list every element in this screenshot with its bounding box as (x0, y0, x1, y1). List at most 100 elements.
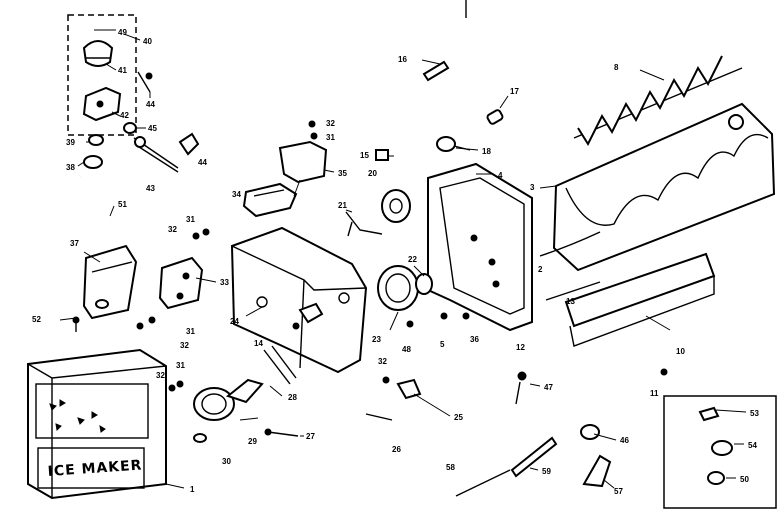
part-51-tube (62, 174, 111, 222)
callout-34: 34 (232, 190, 241, 199)
callout-35: 35 (338, 169, 347, 178)
part-22-cam (415, 273, 433, 295)
ice-maker-label: ICE MAKER (47, 457, 143, 480)
callout-59: 59 (542, 467, 551, 476)
part-50-nut (707, 471, 725, 485)
callout-32e: 32 (378, 357, 387, 366)
callout-25: 25 (454, 413, 463, 422)
callout-31d: 31 (176, 361, 185, 370)
part-30-screw (193, 433, 207, 443)
part-44-clip (178, 132, 200, 156)
callout-52: 52 (32, 315, 41, 324)
callout-41: 41 (118, 66, 127, 75)
callout-11: 11 (650, 389, 659, 398)
callout-32d: 32 (156, 371, 165, 380)
part-41-cup (82, 40, 114, 67)
callout-53: 53 (750, 409, 759, 418)
callout-24: 24 (230, 317, 239, 326)
part-14-gear (263, 345, 297, 385)
callout-27: 27 (306, 432, 315, 441)
kit-dashed-box (67, 14, 137, 136)
part-16-pin (422, 60, 450, 82)
callout-16: 16 (398, 55, 407, 64)
part-4-mounting-plate (427, 162, 533, 332)
callout-17: 17 (510, 87, 519, 96)
part-33-block (158, 256, 204, 310)
part-29-motor (193, 378, 264, 421)
callout-38: 38 (66, 163, 75, 172)
part-45-washer (123, 122, 137, 134)
callout-54: 54 (748, 441, 757, 450)
callout-21: 21 (338, 201, 347, 210)
part-11-screw (660, 368, 668, 376)
callout-12: 12 (516, 343, 525, 352)
part-46-bushing (580, 424, 600, 440)
callout-32c: 32 (326, 119, 335, 128)
callout-26: 26 (392, 445, 401, 454)
part-44-screw (137, 71, 153, 93)
part-54-valve (711, 440, 733, 456)
callout-labels: 49 40 41 44 42 45 39 38 43 44 51 37 52 1… (32, 28, 759, 496)
callout-31b: 31 (186, 215, 195, 224)
callout-31c: 31 (326, 133, 335, 142)
part-2-heater (539, 231, 601, 257)
callout-32b: 32 (168, 225, 177, 234)
callout-33: 33 (220, 278, 229, 287)
part-27-pin (264, 428, 299, 437)
callout-10: 10 (676, 347, 685, 356)
callout-22: 22 (408, 255, 417, 264)
part-52-screw (72, 316, 80, 332)
part-42-bracket (82, 86, 122, 122)
callout-5: 5 (440, 340, 445, 349)
part-53-clip (698, 406, 720, 422)
callout-31a: 31 (186, 327, 195, 336)
callout-20: 20 (368, 169, 377, 178)
part-58-shaft (455, 469, 511, 497)
callout-45: 45 (148, 124, 157, 133)
callout-29: 29 (248, 437, 257, 446)
part-24-housing (230, 226, 368, 374)
part-26-pin (365, 413, 393, 421)
part-35-bracket (278, 120, 328, 184)
callout-8: 8 (614, 63, 619, 72)
callout-46: 46 (620, 436, 629, 445)
callout-23a: 23 (372, 335, 381, 344)
callout-39: 39 (66, 138, 75, 147)
callout-40: 40 (143, 37, 152, 46)
part-34-switch (242, 182, 298, 218)
part-8-ejector (573, 55, 743, 147)
callout-48: 48 (402, 345, 411, 354)
callout-28: 28 (288, 393, 297, 402)
callout-3: 3 (530, 183, 535, 192)
callout-37: 37 (70, 239, 79, 248)
callout-47: 47 (544, 383, 553, 392)
part-17-plug (486, 109, 504, 125)
callout-51: 51 (118, 200, 127, 209)
callout-43: 43 (146, 184, 155, 193)
part-13-strip (545, 281, 601, 301)
callout-36: 36 (470, 335, 479, 344)
part-20-gear (381, 189, 411, 223)
callout-1: 1 (190, 485, 195, 494)
callout-57: 57 (614, 487, 623, 496)
part-43-stem (133, 136, 179, 173)
callout-42: 42 (120, 111, 129, 120)
callout-30: 30 (222, 457, 231, 466)
part-10-shield (564, 252, 716, 347)
callout-15: 15 (360, 151, 369, 160)
callout-44b: 44 (198, 158, 207, 167)
part-32-31-screws-mid (168, 380, 184, 392)
callout-18: 18 (482, 147, 491, 156)
part-39-nut (88, 134, 104, 146)
callout-14: 14 (254, 339, 263, 348)
part-48-screw (406, 320, 414, 328)
part-57-fitting (582, 454, 612, 488)
callout-13: 13 (566, 297, 575, 306)
callout-4: 4 (498, 171, 503, 180)
part-5-36-screws (440, 312, 470, 320)
leader-lines (59, 29, 747, 489)
part-18-thermostat (436, 136, 471, 152)
part-37-fill-cup (82, 244, 138, 320)
